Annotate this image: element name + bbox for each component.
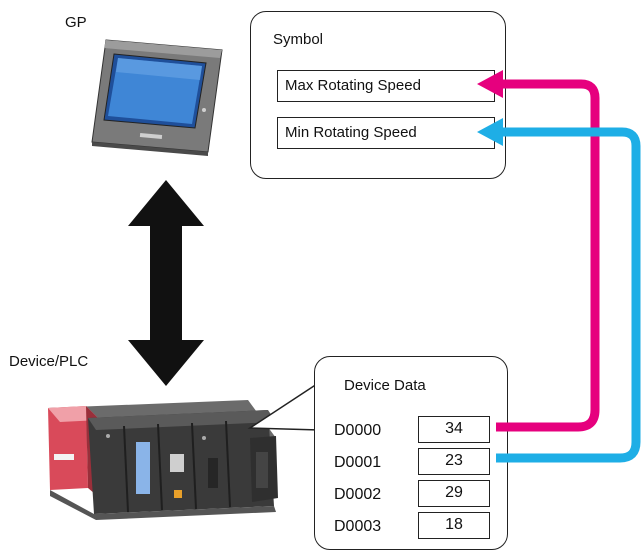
device-data-callout-pointer — [247, 381, 321, 431]
device-data-panel: Device Data D0000 34 D0001 23 D0002 29 D… — [314, 356, 508, 550]
gp-panel-icon — [91, 39, 223, 156]
plc-rack-icon — [48, 400, 278, 520]
symbol-min-rotating-speed: Min Rotating Speed — [277, 117, 495, 149]
register-value: 34 — [418, 416, 490, 443]
device-data-title: Device Data — [344, 377, 426, 394]
register-value: 18 — [418, 512, 490, 539]
max-link-arrowhead — [477, 70, 503, 98]
register-address: D0001 — [334, 454, 382, 471]
symbol-panel: Symbol Max Rotating Speed Min Rotating S… — [250, 11, 506, 179]
symbol-panel-title: Symbol — [273, 31, 324, 48]
device-plc-label: Device/PLC — [9, 353, 89, 370]
register-address: D0000 — [334, 422, 382, 439]
min-link-arrowhead — [477, 118, 503, 146]
bidirectional-arrow-icon — [128, 180, 204, 386]
register-value: 23 — [418, 448, 490, 475]
symbol-max-rotating-speed: Max Rotating Speed — [277, 70, 495, 102]
register-value: 29 — [418, 480, 490, 507]
register-address: D0003 — [334, 518, 382, 535]
register-address: D0002 — [334, 486, 382, 503]
gp-label: GP — [65, 14, 87, 31]
